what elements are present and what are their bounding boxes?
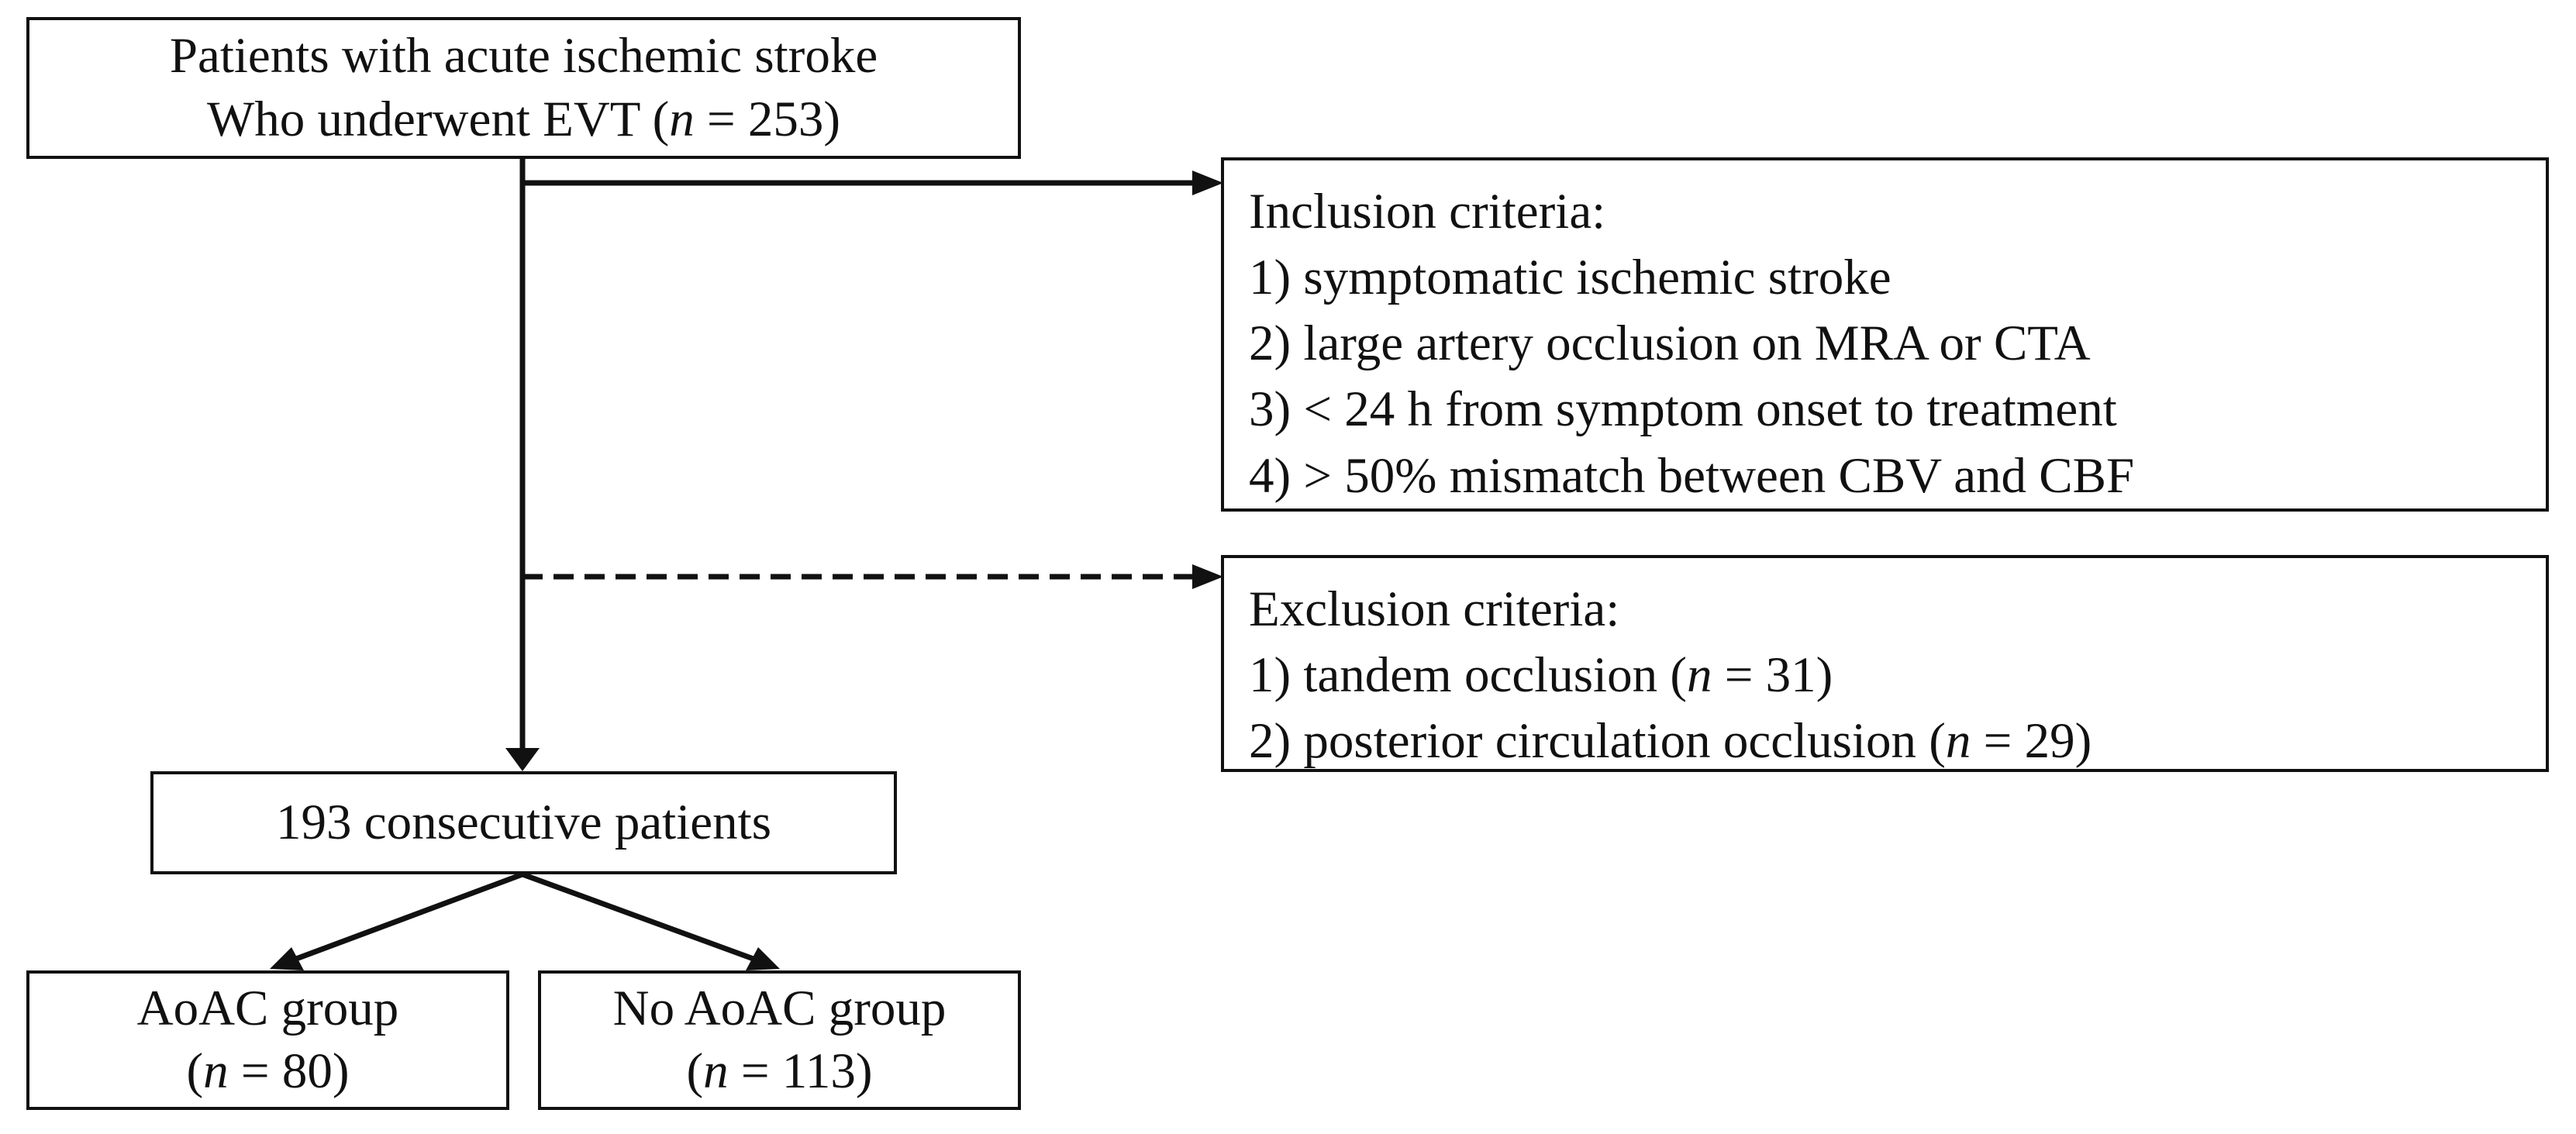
right-split-line xyxy=(521,871,761,964)
cohort-box: 193 consecutive patients xyxy=(150,771,897,874)
start-line-2: Who underwent EVT (n = 253) xyxy=(206,91,841,147)
exclusion-arrow-head xyxy=(1192,564,1223,589)
aoac-group-count: (n = 80) xyxy=(186,1043,350,1099)
inclusion-item: 1) symptomatic ischemic stroke xyxy=(1249,250,1891,306)
inclusion-arrow-head xyxy=(1192,171,1223,195)
inclusion-item: 2) large artery occlusion on MRA or CTA xyxy=(1249,315,2091,372)
no-aoac-group-label: No AoAC group xyxy=(612,980,947,1036)
exclusion-item: 2) posterior circulation occlusion (n = … xyxy=(1249,713,2092,770)
inclusion-item: 3) < 24 h from symptom onset to treatmen… xyxy=(1249,381,2117,438)
exclusion-item: 1) tandem occlusion (n = 31) xyxy=(1249,647,1833,704)
no-aoac-group-box: No AoAC group (n = 113) xyxy=(538,970,1021,1110)
inclusion-title: Inclusion criteria: xyxy=(1249,184,1606,240)
no-aoac-group-count: (n = 113) xyxy=(686,1043,873,1099)
inclusion-criteria-box: Inclusion criteria: 1) symptomatic ische… xyxy=(1221,157,2549,512)
cohort-label: 193 consecutive patients xyxy=(276,794,771,850)
right-split-arrow-head xyxy=(746,947,780,970)
left-split-arrow-head xyxy=(270,947,304,970)
inclusion-item: 4) > 50% mismatch between CBV and CBF xyxy=(1249,447,2135,504)
aoac-group-box: AoAC group (n = 80) xyxy=(26,970,509,1110)
down-arrow-head xyxy=(505,748,540,771)
exclusion-title: Exclusion criteria: xyxy=(1249,581,1620,637)
exclusion-criteria-box: Exclusion criteria: 1) tandem occlusion … xyxy=(1221,555,2549,772)
aoac-group-label: AoAC group xyxy=(136,980,399,1036)
left-split-line xyxy=(288,871,524,964)
start-line-1: Patients with acute ischemic stroke xyxy=(169,28,878,84)
start-box: Patients with acute ischemic stroke Who … xyxy=(26,17,1021,159)
